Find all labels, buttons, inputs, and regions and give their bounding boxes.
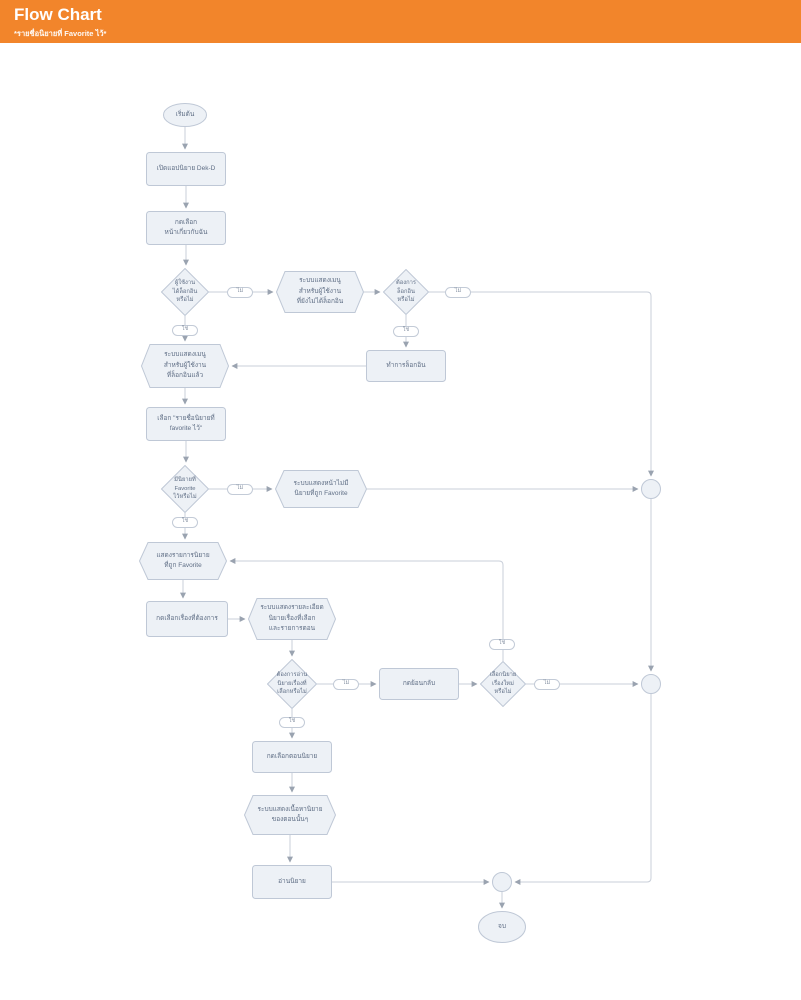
edge-label-pill: ไม่ xyxy=(445,286,471,298)
node-show-story-detail: ระบบแสดงรายละเอียด นิยายเรื่องที่เลือก แ… xyxy=(248,598,336,640)
edge-label-pill: ใช่ xyxy=(279,716,305,728)
edge-label-pill: ไม่ xyxy=(227,286,253,298)
node-no-favorites-page: ระบบแสดงหน้าไม่มี นิยายที่ถูก Favorite xyxy=(275,470,367,508)
node-is-logged-in: ผู้ใช้งาน ได้ล็อกอิน หรือไม่ xyxy=(161,268,209,316)
page-header: Flow Chart *รายชื่อนิยายที่ Favorite ไว้… xyxy=(0,0,801,43)
edge-label-pill: ใช่ xyxy=(393,325,419,337)
node-end: จบ xyxy=(478,911,526,943)
page-title: Flow Chart xyxy=(14,5,102,24)
node-show-episode-content: ระบบแสดงเนื้อหานิยาย ของตอนนั้นๆ xyxy=(244,795,336,835)
node-menu-logged-in: ระบบแสดงเมนู สำหรับผู้ใช้งาน ที่ล็อกอินแ… xyxy=(141,344,229,388)
node-has-favorites: มีนิยายที่ Favorite ไว้หรือไม่ xyxy=(161,465,209,513)
node-select-fav-list: เลือก "รายชื่อนิยายที่ favorite ไว้" xyxy=(146,407,226,441)
edge-label-pill: ใช่ xyxy=(489,638,515,650)
edge-group xyxy=(180,127,654,909)
node-junction-2 xyxy=(641,674,661,694)
page-subtitle: *รายชื่อนิยายที่ Favorite ไว้* xyxy=(14,29,107,38)
node-select-episode: กดเลือกตอนนิยาย xyxy=(252,741,332,773)
edge-label-pill: ไม่ xyxy=(534,678,560,690)
node-want-login: ต้องการ ล็อกอิน หรือไม่ xyxy=(383,269,429,315)
node-press-back: กดย้อนกลับ xyxy=(379,668,459,700)
node-tap-about-me: กดเลือก หน้าเกี่ยวกับฉัน xyxy=(146,211,226,245)
node-read-novel: อ่านนิยาย xyxy=(252,865,332,899)
node-open-app: เปิดแอปนิยาย Dek-D xyxy=(146,152,226,186)
node-select-story: กดเลือกเรื่องที่ต้องการ xyxy=(146,601,228,637)
edge-label-pill: ไม่ xyxy=(227,483,253,495)
edge-label-pill: ใช่ xyxy=(172,324,198,336)
edge-label-pill: ใช่ xyxy=(172,516,198,528)
node-want-read: ต้องการอ่าน นิยายเรื่องที่ เลือกหรือไม่ xyxy=(267,659,317,709)
node-menu-not-logged-in: ระบบแสดงเมนู สำหรับผู้ใช้งาน ที่ยังไม่ได… xyxy=(276,271,364,313)
node-do-login: ทำการล็อกอิน xyxy=(366,350,446,382)
node-start: เริ่มต้น xyxy=(163,103,207,127)
node-junction-3 xyxy=(492,872,512,892)
node-junction-1 xyxy=(641,479,661,499)
node-show-fav-list: แสดงรายการนิยาย ที่ถูก Favorite xyxy=(139,542,227,580)
node-pick-new-novel: เลือกนิยาย เรื่องใหม่ หรือไม่ xyxy=(480,661,526,707)
edge-label-pill: ไม่ xyxy=(333,678,359,690)
